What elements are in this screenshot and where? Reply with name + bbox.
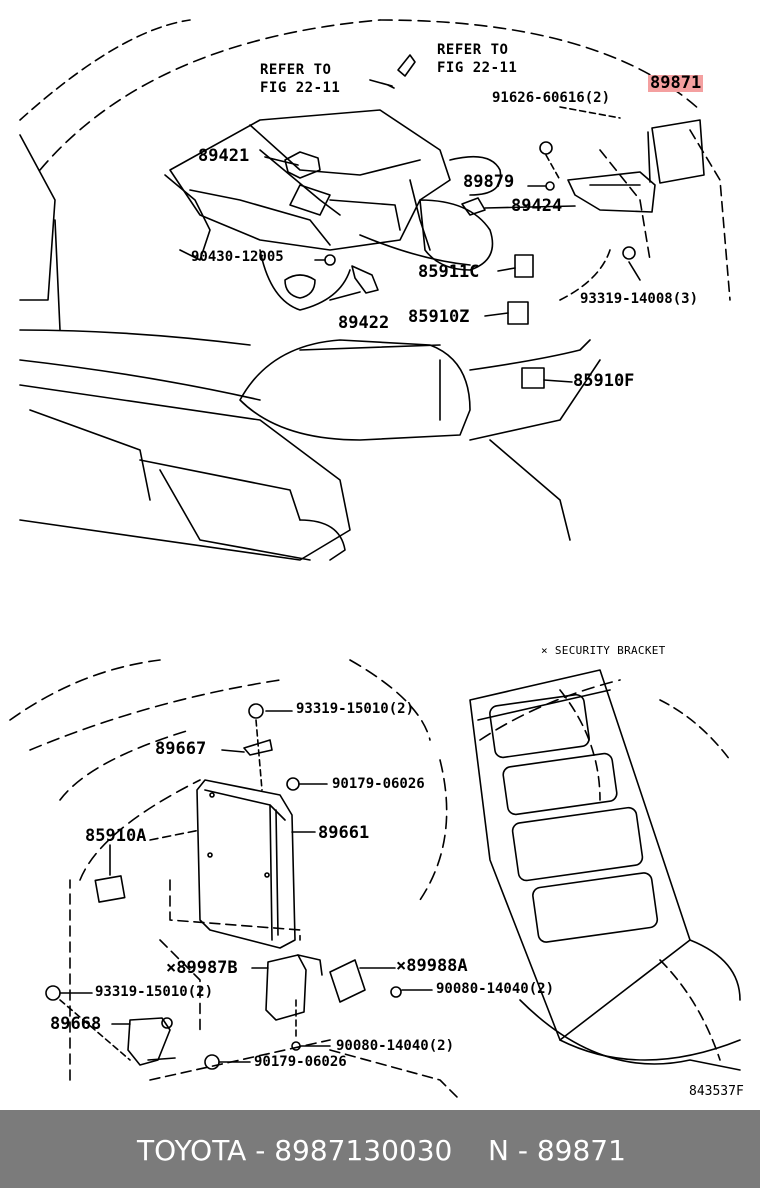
refer-right-line1: REFER TO bbox=[437, 42, 509, 58]
part-90080-right: 90080-14040(2) bbox=[436, 981, 555, 997]
lower-parts-shapes bbox=[45, 703, 433, 1070]
refer-right-line2: FIG 22-11 bbox=[437, 60, 518, 76]
part-90430: 90430-12005 bbox=[191, 249, 284, 265]
part-89668: 89668 bbox=[50, 1014, 102, 1034]
footer-part-number: TOYOTA - 8987130030 bbox=[137, 1134, 453, 1167]
part-89879: 89879 bbox=[463, 172, 515, 192]
part-93319-bottom: 93319-15010(2) bbox=[95, 984, 214, 1000]
part-89667: 89667 bbox=[155, 739, 207, 759]
part-85911c: 85911C bbox=[418, 262, 480, 282]
footer-bar: TOYOTA - 8987130030 N - 89871 bbox=[0, 1110, 760, 1188]
footer-part-code: N - 89871 bbox=[488, 1134, 626, 1167]
highlighted-part-label: 89871 bbox=[648, 73, 704, 93]
part-89421: 89421 bbox=[198, 146, 250, 166]
line-art bbox=[9, 19, 741, 1101]
illustration-id: 843537F bbox=[689, 1084, 744, 1099]
part-89987b: ×89987B bbox=[166, 958, 238, 978]
part-85910f: 85910F bbox=[573, 371, 635, 391]
upper-parts-shapes bbox=[264, 54, 705, 389]
part-89661: 89661 bbox=[318, 823, 370, 843]
part-90179-bottom: 90179-06026 bbox=[254, 1054, 347, 1070]
part-91626: 91626-60616(2) bbox=[492, 90, 611, 106]
security-bracket-note: × SECURITY BRACKET bbox=[541, 644, 666, 657]
engine-block bbox=[164, 109, 502, 311]
part-89988a: ×89988A bbox=[396, 956, 468, 976]
parts-diagram: REFER TO FIG 22-11 REFER TO FIG 22-11 89… bbox=[9, 19, 744, 1101]
part-85910a: 85910A bbox=[85, 826, 147, 846]
part-85910z: 85910Z bbox=[408, 307, 470, 327]
lower-interior-outline bbox=[9, 659, 731, 1101]
part-93319-top: 93319-15010(2) bbox=[296, 701, 415, 717]
upper-car-outline bbox=[19, 19, 731, 561]
refer-left-line1: REFER TO bbox=[260, 62, 332, 78]
part-90179-top: 90179-06026 bbox=[332, 776, 425, 792]
refer-left-line2: FIG 22-11 bbox=[260, 80, 341, 96]
console-frame bbox=[469, 669, 741, 1071]
part-89424: 89424 bbox=[511, 196, 563, 216]
part-93319-upper: 93319-14008(3) bbox=[580, 291, 699, 307]
part-90080-bottom: 90080-14040(2) bbox=[336, 1038, 455, 1054]
part-89422: 89422 bbox=[338, 313, 390, 333]
